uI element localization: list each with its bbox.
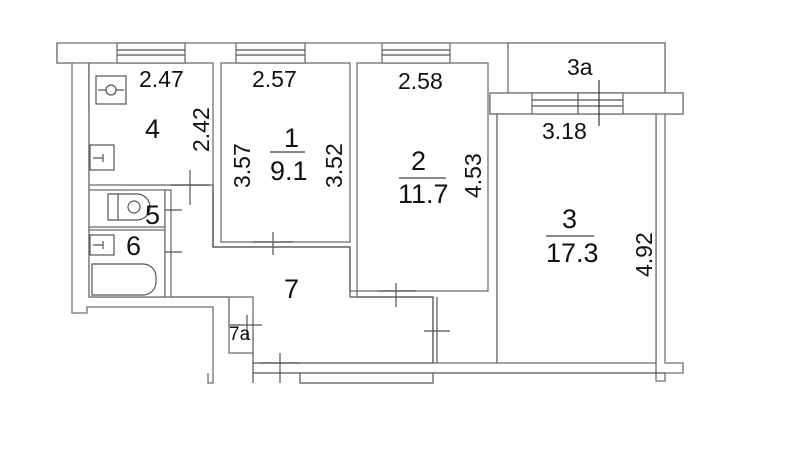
room-1-area: 9.1 — [270, 156, 308, 186]
doors — [165, 80, 600, 383]
room-1-number: 1 — [284, 123, 299, 153]
room-2-width: 2.58 — [398, 68, 443, 94]
room-7-number: 7 — [284, 274, 299, 304]
room-2-length: 4.53 — [460, 153, 486, 198]
room-3-length: 4.92 — [631, 232, 657, 277]
room-1-width: 2.57 — [252, 66, 297, 92]
room-3a-number: 3a — [567, 54, 593, 80]
room-6-number: 6 — [126, 231, 141, 261]
room-4 — [88, 62, 214, 186]
window — [381, 42, 451, 64]
room-4-width: 2.47 — [139, 66, 184, 92]
room-4-number: 4 — [145, 114, 160, 144]
room-3-area: 17.3 — [546, 238, 599, 268]
room-2-number: 2 — [411, 146, 426, 176]
room-2 — [356, 62, 489, 292]
room-2-area: 11.7 — [398, 179, 449, 209]
sink-icon — [89, 144, 115, 171]
bathtub-icon — [91, 263, 157, 296]
room-7a-number: 7a — [229, 324, 251, 345]
room-3-number: 3 — [562, 204, 577, 234]
fixtures — [89, 75, 157, 296]
toilet-icon — [107, 193, 151, 221]
window — [235, 42, 306, 64]
room-3 — [496, 113, 657, 364]
room-1-length-right: 3.52 — [321, 143, 347, 188]
room-5-number: 5 — [145, 200, 160, 230]
room-1-length-left: 3.57 — [229, 143, 255, 188]
washbasin-icon — [89, 234, 115, 256]
windows — [116, 42, 624, 115]
room-3-width: 3.18 — [542, 118, 587, 144]
room-4-length: 2.42 — [188, 107, 214, 152]
balcony-door-window — [531, 92, 624, 115]
labels: 2.47 4 2.42 2.57 3.57 1 9.1 3.52 2.58 2 … — [126, 54, 657, 345]
stove-icon — [95, 75, 127, 105]
window — [116, 42, 186, 64]
